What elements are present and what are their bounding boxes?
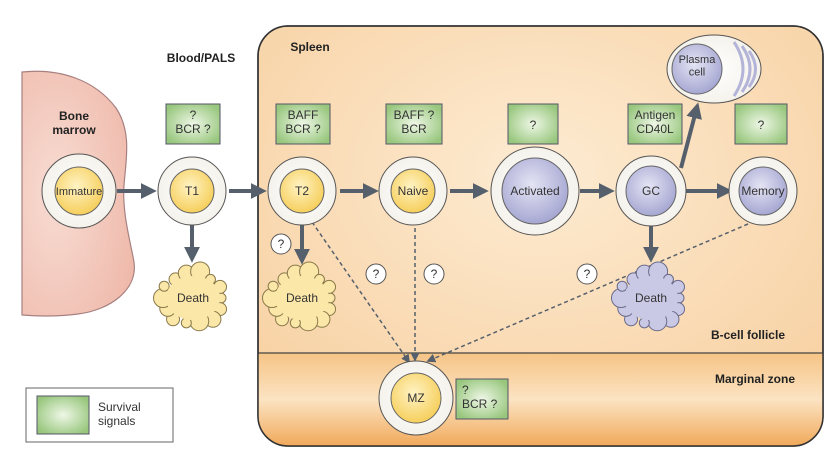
signal-box-t1: ?BCR ? [165, 103, 221, 145]
cell-label-gc: GC [642, 184, 660, 198]
b-cell-follicle-label: B-cell follicle [711, 328, 785, 342]
question-mark-memory-mz: ? [576, 263, 598, 285]
question-mark-text: ? [373, 267, 380, 281]
cell-label-t1: T1 [185, 184, 199, 198]
arrow-gc-plasma [679, 102, 702, 169]
dying-cell-body [166, 276, 220, 320]
apoptotic-bleb [616, 280, 628, 292]
dashed-arrow-memory-mz [426, 223, 749, 363]
death-label: Death [177, 291, 209, 305]
cell-label-naive: Naive [398, 184, 429, 198]
marginal-zone-band [258, 353, 823, 446]
cell-activated: Activated [490, 146, 580, 236]
dying-cell-body [624, 276, 678, 320]
cell-label-memory: Memory [741, 184, 784, 198]
signal-box-mz: ?BCR ? [455, 378, 509, 420]
question-mark-naive-mz: ? [423, 263, 445, 285]
cell-memory: Memory [728, 156, 798, 226]
death-cell-t2: Death [262, 261, 337, 332]
cell-t2: T2 [267, 156, 337, 226]
cells: Immature T1 T2 Naive Activated [41, 34, 798, 436]
question-mark-t2-mz: ? [365, 263, 387, 285]
signal-text-mz: ?BCR ? [462, 383, 498, 411]
death-cell-gc: Death [611, 261, 686, 332]
question-mark-text: ? [431, 267, 438, 281]
dying-cell-body [275, 276, 329, 320]
pathway-arrows [117, 102, 733, 265]
cell-immature: Immature [41, 153, 117, 229]
signal-box-memory: ? [734, 103, 788, 145]
signal-text-t1: ?BCR ? [175, 108, 211, 136]
cell-t1: T1 [157, 156, 227, 226]
legend-swatch [36, 395, 90, 435]
cell-label-immature: Immature [56, 186, 102, 198]
signal-text-memory: ? [758, 118, 765, 132]
dying-cells: Death Death Death [153, 261, 686, 332]
blood-pals-label: Blood/PALS [167, 51, 235, 65]
cell-mz: MZ [378, 360, 454, 436]
apoptotic-bleb [267, 280, 279, 292]
question-mark-text: ? [278, 237, 285, 251]
death-label: Death [635, 291, 667, 305]
dashed-arrows-to-mz [311, 221, 749, 364]
marginal-zone-label: Marginal zone [715, 372, 795, 386]
cell-label-t2: T2 [295, 184, 309, 198]
signal-box-activated: ? [507, 103, 559, 145]
death-label: Death [286, 291, 318, 305]
signal-text-naive: BAFF ?BCR [394, 108, 435, 136]
signal-text-activated: ? [530, 118, 537, 132]
signal-box-naive: BAFF ?BCR [385, 103, 443, 145]
apoptotic-bleb [158, 280, 170, 292]
question-mark-text: ? [584, 267, 591, 281]
death-cell-t1: Death [153, 261, 228, 332]
cell-naive: Naive [378, 156, 448, 226]
question-marks: ? ? ? ? [270, 233, 598, 285]
question-mark-t2-death: ? [270, 233, 292, 255]
spleen-label: Spleen [290, 40, 329, 54]
cell-label-mz: MZ [407, 391, 424, 405]
cell-gc: GC [615, 155, 687, 227]
cell-label-activated: Activated [510, 184, 559, 198]
dashed-arrow-t2-mz [311, 221, 411, 364]
